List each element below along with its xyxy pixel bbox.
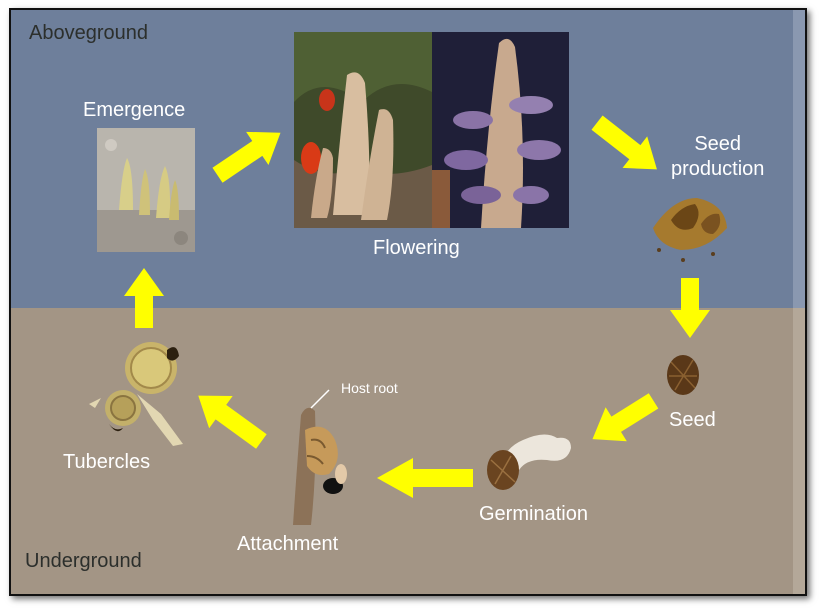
arrow-flowering-to-seed-production — [585, 107, 670, 185]
emergence-label: Emergence — [83, 98, 185, 123]
arrow-attachment-to-tubercles — [187, 379, 274, 457]
tubercles-label: Tubercles — [63, 450, 150, 475]
germination-label: Germination — [479, 502, 588, 527]
arrow-emergence-to-flowering — [206, 116, 291, 192]
arrow-tubercles-to-emergence — [124, 268, 164, 328]
arrow-seed-production-to-seed — [670, 278, 710, 338]
arrow-seed-to-germination — [582, 384, 664, 456]
seed-label: Seed — [669, 408, 716, 433]
seed-production-line-2: production — [671, 158, 764, 180]
life-cycle-diagram: Aboveground Underground — [9, 8, 807, 596]
seed-production-line-1: Seed — [694, 133, 741, 155]
arrow-germination-to-attachment — [377, 458, 473, 498]
seed-production-label: Seed production — [671, 132, 764, 182]
host-root-label: Host root — [341, 380, 398, 396]
flowering-label: Flowering — [373, 236, 460, 261]
attachment-label: Attachment — [237, 532, 338, 557]
